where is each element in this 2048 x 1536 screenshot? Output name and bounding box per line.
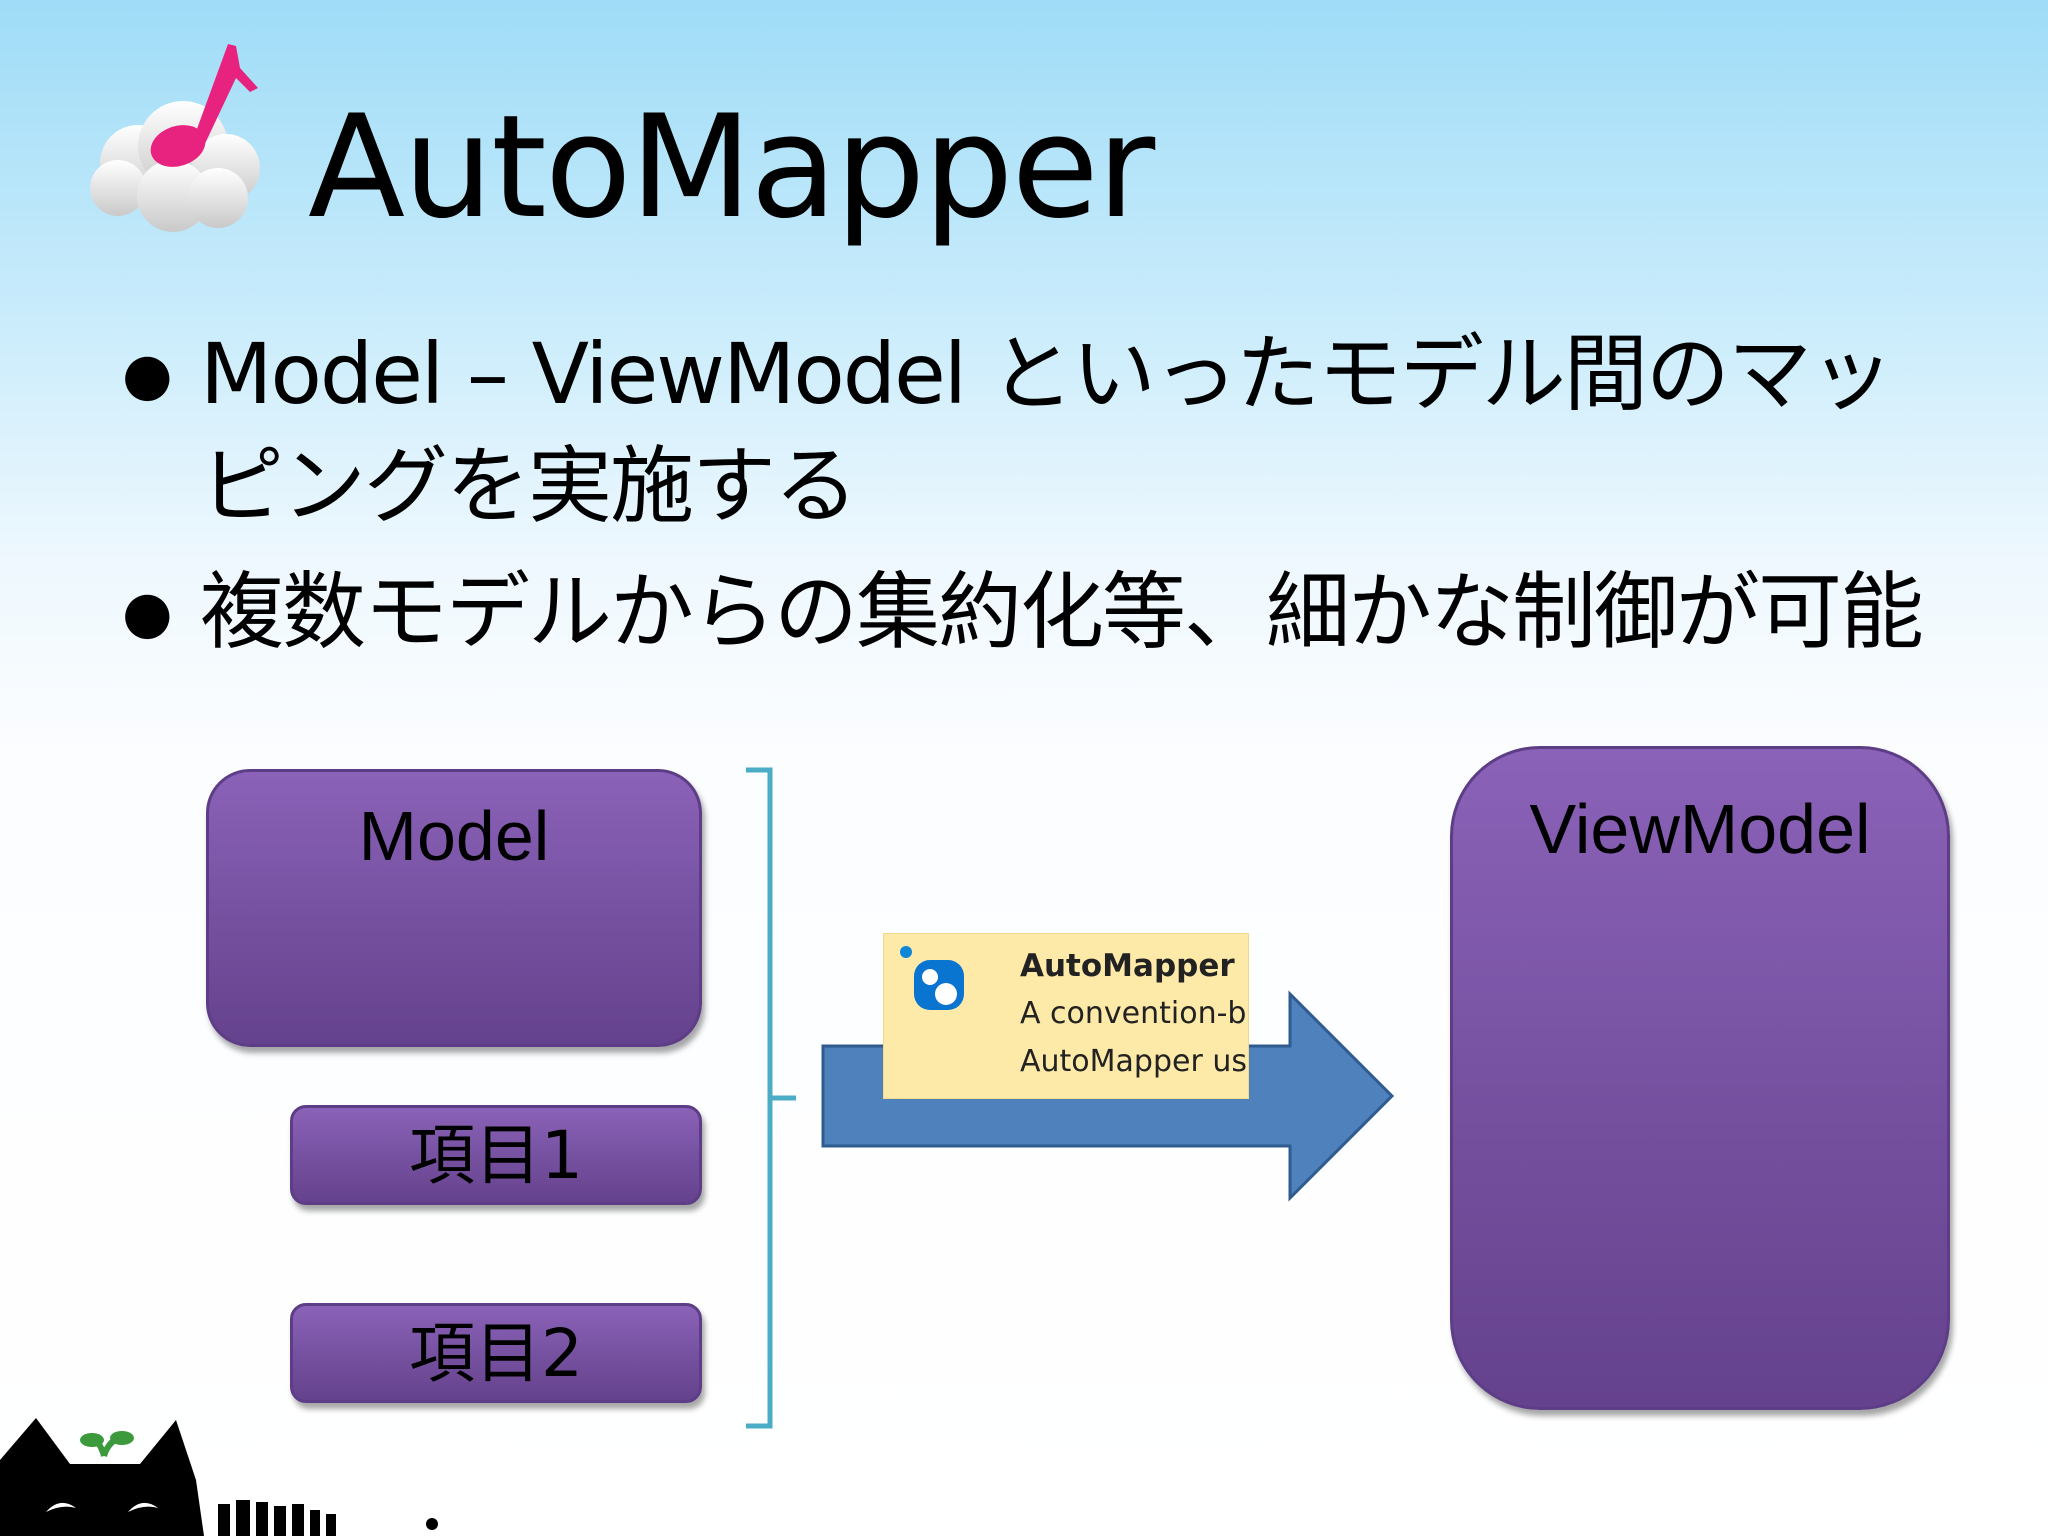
bullet-item-1: Model – ViewModel といったモデル間のマッピングを実施する [200,325,1894,535]
nuget-package-description: A convention-b [1020,996,1247,1031]
viewmodel-label: ViewModel [1529,790,1871,868]
item-1-label: 項目1 [409,1117,583,1194]
nuget-package-name: AutoMapper [1020,948,1235,984]
grouping-bracket [746,767,796,1429]
cat-mascot-icon [0,1418,438,1536]
item-2-label: 項目2 [409,1315,583,1392]
bullet-icon: ● [122,340,173,408]
viewmodel-box: ViewModel [1450,746,1950,1410]
bullet-icon: ● [122,578,173,646]
model-box: Model [206,769,702,1047]
model-label: Model [358,797,550,875]
slide-title: AutoMapper [308,85,1155,250]
item-1-box: 項目1 [290,1105,702,1205]
nuget-package-description: AutoMapper us [1020,1044,1247,1079]
item-2-box: 項目2 [290,1303,702,1403]
music-note-cloud-logo [90,44,260,232]
nuget-package-card: AutoMapper A convention-b AutoMapper us [884,934,1248,1098]
bullet-item-2: 複数モデルからの集約化等、細かな制御が可能 [200,563,1924,661]
nuget-package-icon [900,946,964,1010]
